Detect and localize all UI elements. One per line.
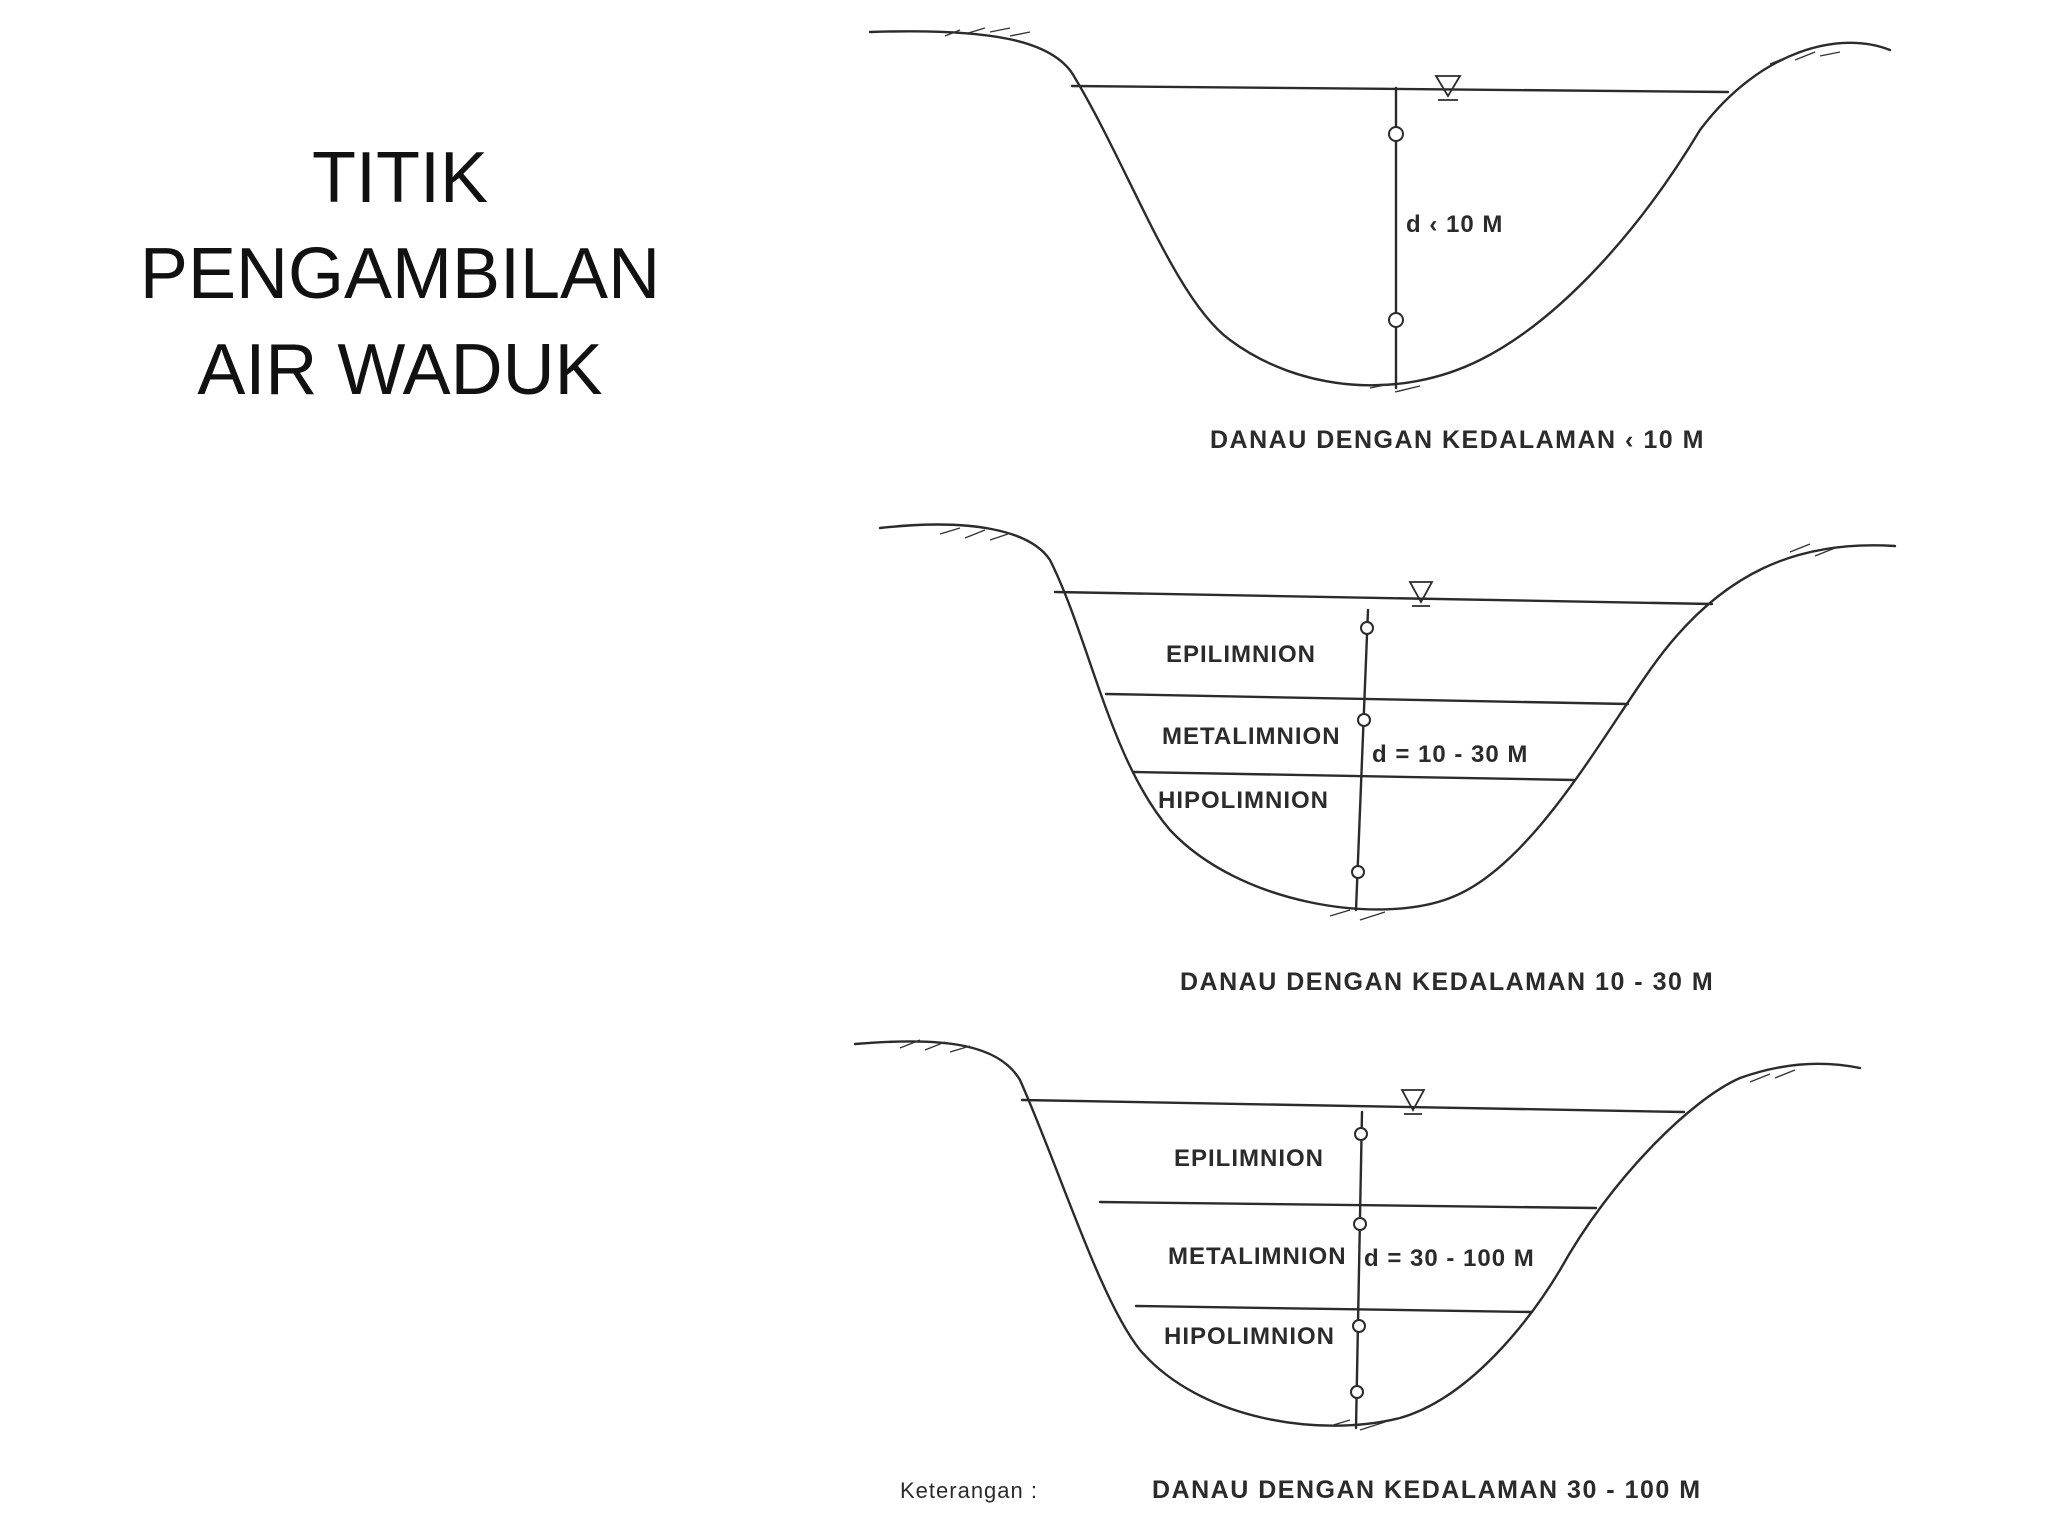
- diagram-shallow-lake: d ‹ 10 M DANAU DENGAN KEDALAMAN ‹ 10 M: [868, 27, 1892, 454]
- diagram-deep-lake: EPILIMNION METALIMNION HIPOLIMNION d = 3…: [853, 1039, 1862, 1504]
- sampling-line: [1354, 1110, 1364, 1430]
- sampling-line: [1354, 608, 1370, 912]
- water-surface-line: [1070, 84, 1730, 94]
- sampling-point: [1350, 1385, 1364, 1399]
- sampling-point: [1357, 713, 1371, 727]
- bank-texture: [939, 527, 1836, 921]
- sampling-point: [1360, 621, 1374, 635]
- bank-texture: [899, 1039, 1796, 1431]
- water-level-marker-icon: [1400, 1089, 1426, 1115]
- title-line-3: AIR WADUK: [197, 330, 603, 410]
- bank-texture: [944, 27, 1841, 393]
- layer-label-hipolimnion: HIPOLIMNION: [1158, 787, 1329, 814]
- water-level-marker-icon: [1408, 581, 1434, 607]
- layer-boundary-line: [1132, 770, 1576, 782]
- layer-label-hipolimnion: HIPOLIMNION: [1164, 1323, 1335, 1350]
- water-level-marker-icon: [1434, 75, 1462, 101]
- title-line-1: TITIK: [312, 138, 488, 218]
- depth-label: d = 30 - 100 M: [1364, 1245, 1535, 1272]
- title-line-2: PENGAMBILAN: [139, 234, 661, 314]
- water-surface-line: [1020, 1098, 1686, 1114]
- water-surface-line: [1053, 590, 1714, 606]
- sampling-point: [1388, 312, 1404, 328]
- layer-boundary-line: [1134, 1304, 1534, 1314]
- legend-note: Keterangan :: [900, 1478, 1038, 1503]
- sampling-point: [1354, 1127, 1368, 1141]
- lake-profile: [878, 523, 1897, 911]
- sampling-point: [1353, 1217, 1367, 1231]
- lake-profile: [868, 30, 1892, 387]
- diagram-caption: DANAU DENGAN KEDALAMAN 10 - 30 M: [1180, 968, 1714, 996]
- layer-label-epilimnion: EPILIMNION: [1174, 1145, 1324, 1172]
- sampling-point: [1388, 126, 1404, 142]
- sampling-point: [1351, 865, 1365, 879]
- layer-boundary-line: [1098, 1200, 1598, 1210]
- diagram-caption: DANAU DENGAN KEDALAMAN 30 - 100 M: [1152, 1476, 1702, 1504]
- lake-profile: [853, 1040, 1862, 1427]
- depth-label: d = 10 - 30 M: [1372, 741, 1528, 768]
- layer-label-metalimnion: METALIMNION: [1162, 723, 1341, 750]
- depth-label: d ‹ 10 M: [1406, 211, 1503, 238]
- layer-label-epilimnion: EPILIMNION: [1166, 641, 1316, 668]
- diagram-medium-lake: EPILIMNION METALIMNION HIPOLIMNION d = 1…: [878, 523, 1897, 996]
- diagram-caption: DANAU DENGAN KEDALAMAN ‹ 10 M: [1210, 426, 1705, 454]
- slide-title: TITIK PENGAMBILAN AIR WADUK: [60, 130, 740, 418]
- sampling-point: [1352, 1319, 1366, 1333]
- layer-boundary-line: [1104, 692, 1630, 706]
- layer-label-metalimnion: METALIMNION: [1168, 1243, 1347, 1270]
